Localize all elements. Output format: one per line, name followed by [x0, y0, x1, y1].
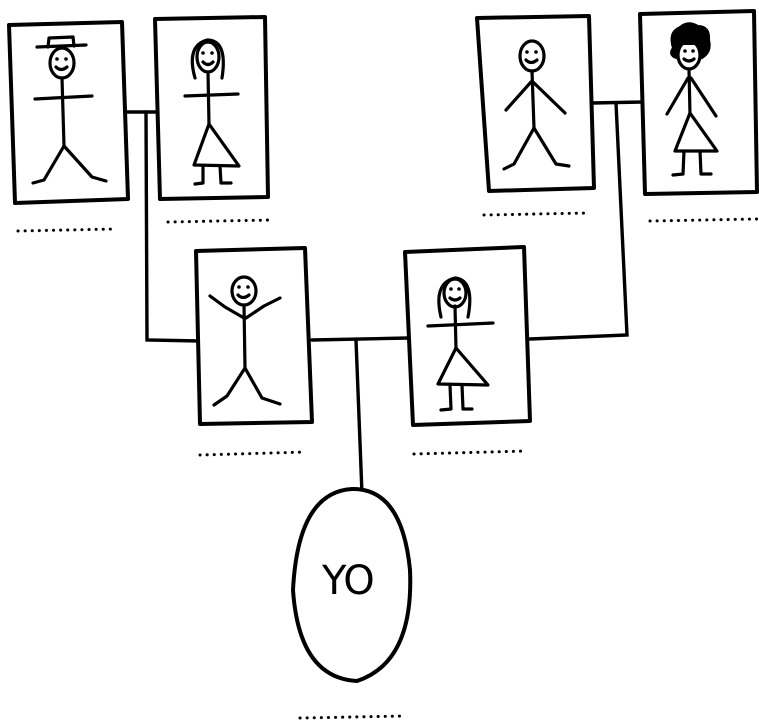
self-node: YO — [291, 486, 413, 720]
portrait-frame — [403, 245, 532, 427]
connector-parents-to-self — [354, 338, 364, 496]
man-arms-raised-figure — [208, 275, 282, 407]
name-placeholder-line — [412, 449, 528, 456]
portrait-paternal-grandfather — [7, 20, 130, 233]
portrait-frame — [194, 246, 314, 426]
portrait-maternal-grandmother — [638, 9, 759, 223]
portrait-mother — [403, 245, 532, 456]
portrait-paternal-grandmother — [153, 15, 272, 224]
self-egg-shape — [291, 486, 413, 683]
name-placeholder-line — [648, 217, 759, 223]
portrait-frame — [153, 15, 270, 201]
woman-curly-hair-figure — [665, 22, 719, 177]
self-label: YO — [321, 558, 374, 604]
connector-paternal-to-father — [144, 110, 202, 343]
woman-in-dress-figure — [183, 38, 241, 186]
portrait-father — [194, 246, 314, 457]
portrait-frame — [7, 20, 130, 205]
man-figure — [502, 39, 571, 171]
man-with-hat-figure — [31, 35, 108, 185]
connector-parents — [310, 336, 410, 342]
connector-maternal-to-mother — [528, 101, 629, 341]
name-placeholder-line — [298, 714, 406, 720]
name-placeholder-line — [482, 211, 590, 217]
portrait-frame — [475, 14, 596, 193]
name-placeholder-line — [16, 227, 118, 233]
portrait-frame — [638, 9, 759, 196]
name-placeholder-line — [198, 450, 308, 457]
name-placeholder-line — [166, 218, 272, 224]
portrait-maternal-grandfather — [475, 14, 596, 217]
tree-connectors — [125, 100, 644, 496]
woman-in-dress-figure — [426, 276, 495, 412]
